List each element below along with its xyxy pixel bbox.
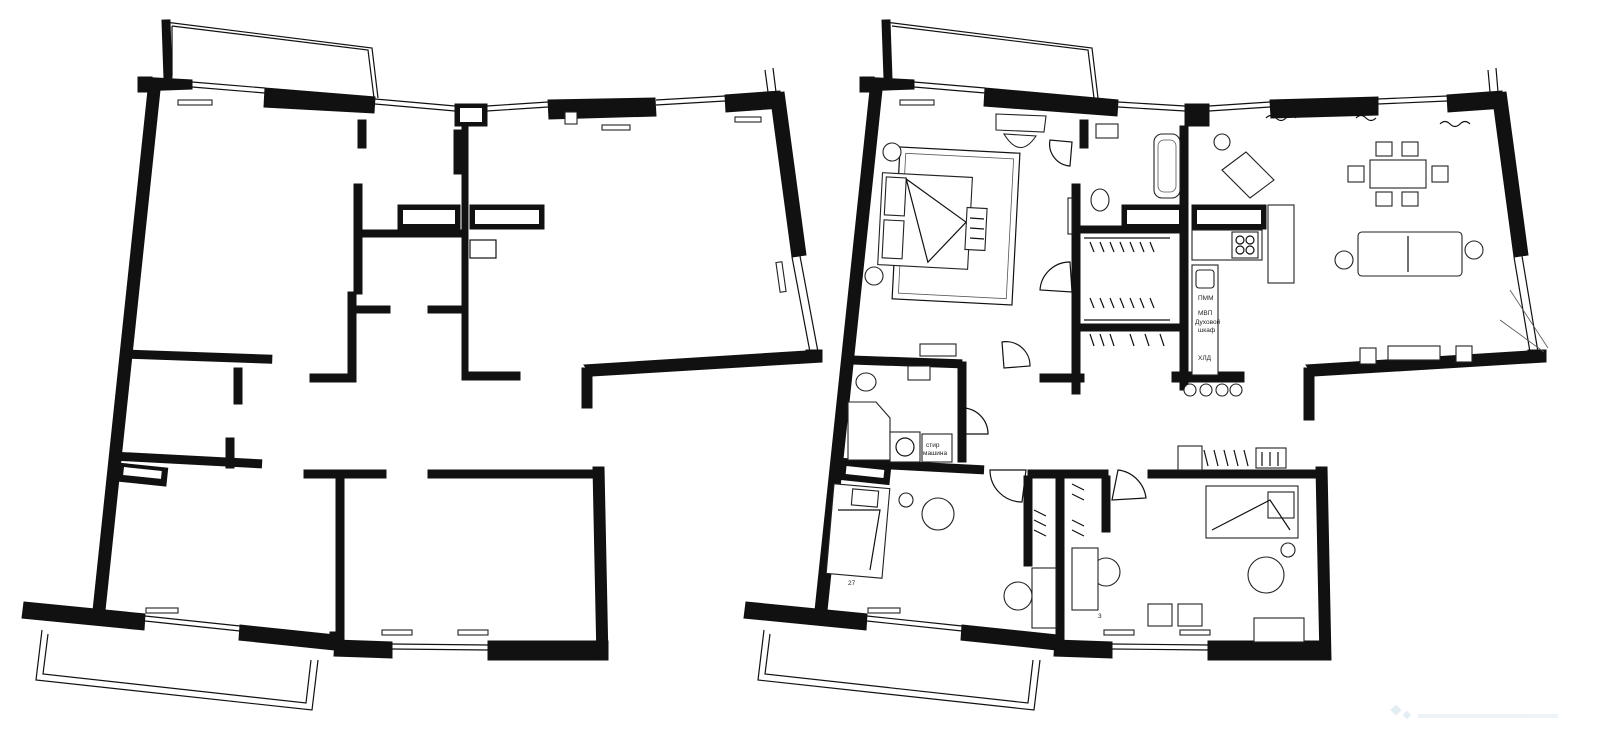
outer-wall-bottom-left: [21, 601, 146, 631]
room-mark-left: 27: [848, 580, 856, 587]
bathtub: [1153, 133, 1181, 199]
wardrobe-bottom: [1033, 483, 1085, 537]
bathroom: [1090, 123, 1181, 212]
label-fridge: ХЛД: [1198, 355, 1212, 362]
balcony-top-furnished: [884, 21, 1099, 99]
watermark-logo-icon: [1390, 704, 1558, 720]
label-washer-1: стир: [926, 442, 940, 449]
bedroom-left: 27: [825, 460, 1147, 629]
guest-bathroom: стир машина: [847, 341, 1031, 463]
dining-table: [1369, 159, 1427, 189]
label-microwave: МВП: [1198, 310, 1213, 317]
sofa: [1357, 231, 1463, 277]
single-bed-left: [825, 483, 891, 579]
living-dining-room: [1213, 114, 1549, 365]
label-dishwasher: ПММ: [1198, 295, 1214, 302]
double-bed: [877, 172, 973, 270]
desk-chair-icon: [995, 113, 1047, 133]
label-oven-1: Духовой: [1195, 318, 1221, 326]
balcony-bottom: [35, 629, 319, 711]
toilet: [1090, 188, 1110, 212]
sink: [1195, 269, 1215, 289]
label-oven-2: шкаф: [1198, 327, 1216, 334]
tv-console: [1387, 345, 1441, 361]
walk-in-closet: [1039, 237, 1170, 347]
kitchen-appliances: ПММ МВП Духовой шкаф ХЛД: [1183, 204, 1295, 397]
room-mark-right: 3: [1098, 613, 1102, 620]
interior-walls-furnished: [833, 119, 1545, 647]
plan-before: [21, 19, 823, 711]
master-bedroom: [864, 113, 1073, 306]
washer: [889, 431, 921, 463]
label-washer-2: машина: [923, 450, 948, 457]
balcony-top: [164, 21, 379, 99]
hob: [1231, 231, 1259, 259]
armchair-icon: [1221, 151, 1275, 199]
interior-walls: [111, 119, 823, 645]
balcony-bottom-furnished: [757, 629, 1041, 711]
nightstand-lamp-icon: [882, 142, 902, 162]
plan-after: ПММ МВП Духовой шкаф ХЛД: [743, 19, 1549, 711]
outer-wall-right: [769, 91, 807, 258]
bedroom-right: 3: [1071, 445, 1305, 643]
